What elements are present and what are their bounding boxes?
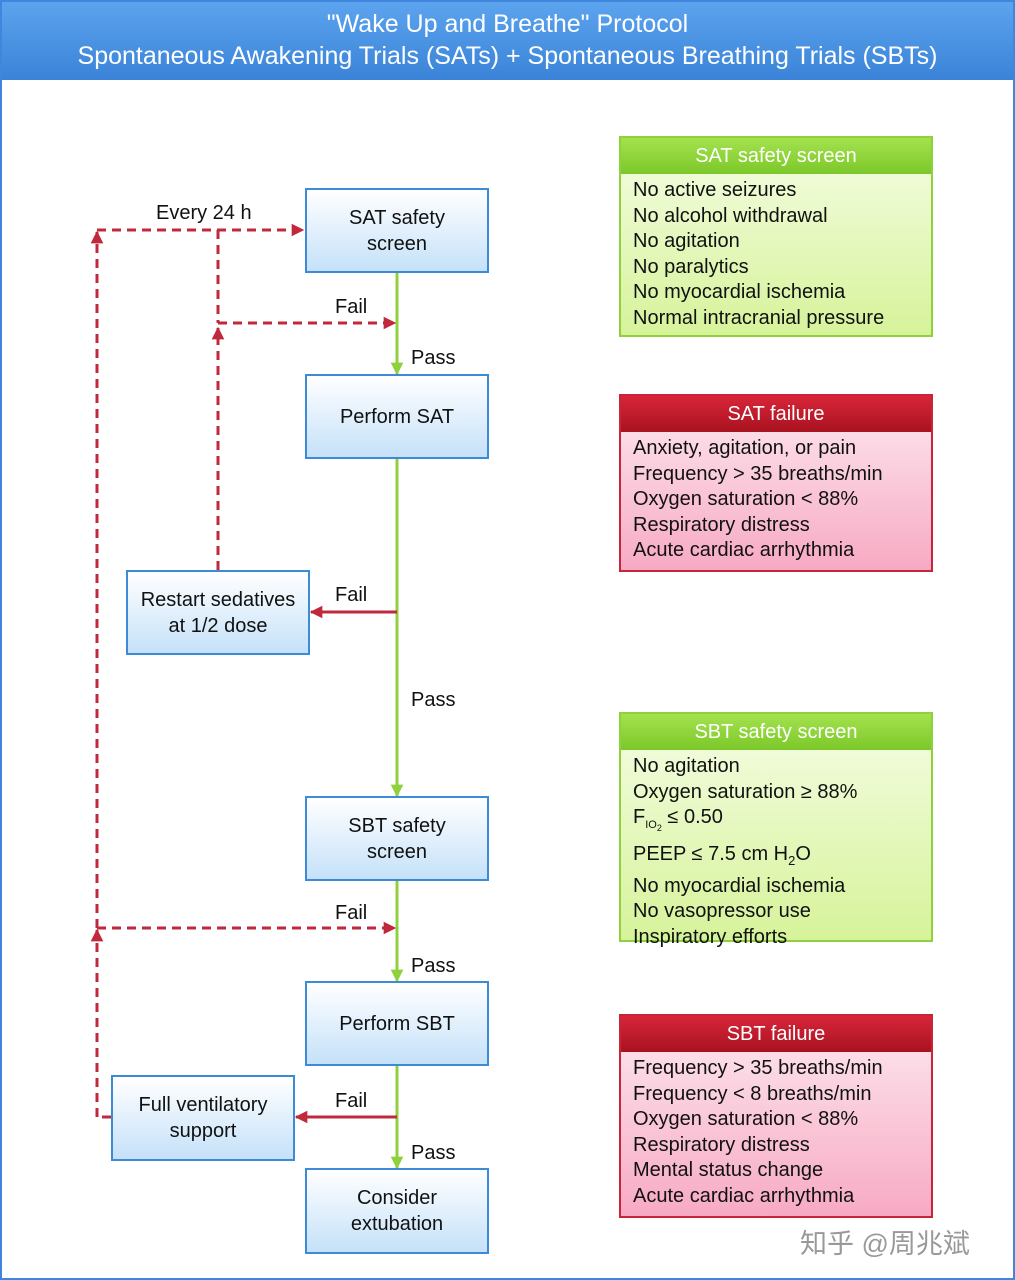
pass-label-perform-sat: Pass bbox=[411, 689, 456, 711]
sat-safety-criteria-list: No active seizures No alcohol withdrawal… bbox=[621, 174, 931, 332]
sat-safety-screen-panel-title: SAT safety screen bbox=[621, 138, 931, 174]
page-title: "Wake Up and Breathe" Protocol bbox=[326, 10, 689, 38]
list-item: No myocardial ischemia bbox=[633, 874, 846, 897]
sbt-failure-panel-title: SBT failure bbox=[621, 1016, 931, 1052]
sat-failure-panel: SAT failure Anxiety, agitation, or pain … bbox=[619, 394, 933, 572]
pass-label-sat-screen: Pass bbox=[411, 347, 456, 369]
sbt-safety-criteria-list: No agitation Oxygen saturation ≥ 88% FIO… bbox=[621, 750, 931, 950]
sat-failure-criteria-list: Anxiety, agitation, or pain Frequency > … bbox=[621, 432, 931, 564]
list-item: Frequency > 35 breaths/min bbox=[633, 462, 883, 485]
peep-item: PEEP ≤ 7.5 cm H2O bbox=[633, 842, 931, 874]
header-banner: "Wake Up and Breathe" Protocol Spontaneo… bbox=[2, 2, 1013, 80]
sat-screen-line1: SAT safety bbox=[349, 206, 445, 229]
fio2-main: F bbox=[633, 806, 646, 829]
restart-sedatives-box: Restart sedatives at 1/2 dose bbox=[126, 570, 310, 655]
watermark: 知乎 @周兆斌 bbox=[800, 1229, 970, 1259]
list-item: Oxygen saturation < 88% bbox=[633, 488, 859, 511]
dashed-retry-loops bbox=[90, 223, 397, 1119]
fio2-rest: ≤ 0.50 bbox=[661, 806, 723, 829]
pass-label-perform-sbt: Pass bbox=[411, 1142, 456, 1164]
list-item: Mental status change bbox=[633, 1159, 824, 1182]
list-item: No agitation bbox=[633, 755, 740, 777]
peep-main: PEEP ≤ 7.5 cm H bbox=[633, 842, 789, 865]
list-item: No paralytics bbox=[633, 255, 749, 278]
consider-extubation-box: Consider extubation bbox=[305, 1168, 489, 1254]
full-vent-line1: Full ventilatory bbox=[138, 1094, 268, 1116]
peep-rest: O bbox=[795, 842, 811, 865]
peep-subscript: 2 bbox=[788, 852, 796, 868]
list-item: Oxygen saturation < 88% bbox=[633, 1108, 859, 1131]
list-item: Respiratory distress bbox=[633, 513, 810, 536]
sbt-safety-screen-box: SBT safety screen bbox=[305, 796, 489, 881]
sbt-screen-line2: screen bbox=[366, 840, 428, 863]
perform-sbt-box: Perform SBT bbox=[305, 981, 489, 1066]
sbt-screen-line1: SBT safety bbox=[348, 814, 446, 837]
full-ventilatory-support-box: Full ventilatory support bbox=[111, 1075, 295, 1161]
list-item: No agitation bbox=[633, 230, 740, 253]
sbt-safety-screen-panel-title: SBT safety screen bbox=[621, 714, 931, 750]
page-subtitle: Spontaneous Awakening Trials (SATs) + Sp… bbox=[77, 42, 938, 70]
sbt-failure-criteria-list: Frequency > 35 breaths/min Frequency < 8… bbox=[621, 1052, 931, 1210]
list-item: No vasopressor use bbox=[633, 900, 811, 923]
full-vent-line2: support bbox=[169, 1120, 237, 1142]
perform-sbt-label: Perform SBT bbox=[339, 1012, 455, 1035]
restart-line2: at 1/2 dose bbox=[168, 614, 268, 637]
sbt-failure-panel: SBT failure Frequency > 35 breaths/min F… bbox=[619, 1014, 933, 1218]
fio2-item: FIO2 ≤ 0.50 bbox=[633, 805, 931, 842]
consider-line1: Consider bbox=[356, 1187, 438, 1209]
list-item: Oxygen saturation ≥ 88% bbox=[633, 780, 858, 803]
list-item: Acute cardiac arrhythmia bbox=[633, 1184, 855, 1207]
list-item: Respiratory distress bbox=[633, 1133, 810, 1156]
sat-safety-screen-panel: SAT safety screen No active seizures No … bbox=[619, 136, 933, 337]
fio2-sub-text: IO bbox=[645, 819, 657, 832]
list-item: Frequency < 8 breaths/min bbox=[633, 1082, 872, 1105]
sat-failure-panel-title: SAT failure bbox=[621, 396, 931, 432]
sat-safety-screen-box: SAT safety screen bbox=[305, 188, 489, 273]
fio2-subscript: IO2 bbox=[645, 819, 662, 834]
list-item: Acute cardiac arrhythmia bbox=[633, 539, 855, 562]
restart-line1: Restart sedatives bbox=[140, 588, 296, 611]
list-item: Inspiratory efforts bbox=[633, 925, 788, 948]
fail-label-perform-sbt: Fail bbox=[335, 1090, 368, 1112]
list-item: Frequency > 35 breaths/min bbox=[633, 1057, 883, 1079]
sbt-safety-screen-panel: SBT safety screen No agitation Oxygen sa… bbox=[619, 712, 933, 948]
list-item: No alcohol withdrawal bbox=[633, 204, 828, 227]
list-item: Anxiety, agitation, or pain bbox=[633, 437, 857, 459]
fail-label-sbt-screen: Fail bbox=[335, 902, 368, 924]
fio2-sub-2: 2 bbox=[656, 823, 662, 834]
every-24h-label: Every 24 h bbox=[156, 202, 252, 224]
perform-sat-label: Perform SAT bbox=[339, 405, 455, 428]
list-item: No myocardial ischemia bbox=[633, 281, 846, 304]
consider-line2: extubation bbox=[350, 1213, 444, 1235]
list-item: Normal intracranial pressure bbox=[633, 306, 885, 329]
list-item: No active seizures bbox=[633, 179, 797, 201]
pass-label-sbt-screen: Pass bbox=[411, 955, 456, 977]
perform-sat-box: Perform SAT bbox=[305, 374, 489, 459]
fail-label-perform-sat: Fail bbox=[335, 584, 368, 606]
fail-label-sat-screen: Fail bbox=[335, 296, 368, 318]
sat-screen-line2: screen bbox=[366, 232, 428, 255]
